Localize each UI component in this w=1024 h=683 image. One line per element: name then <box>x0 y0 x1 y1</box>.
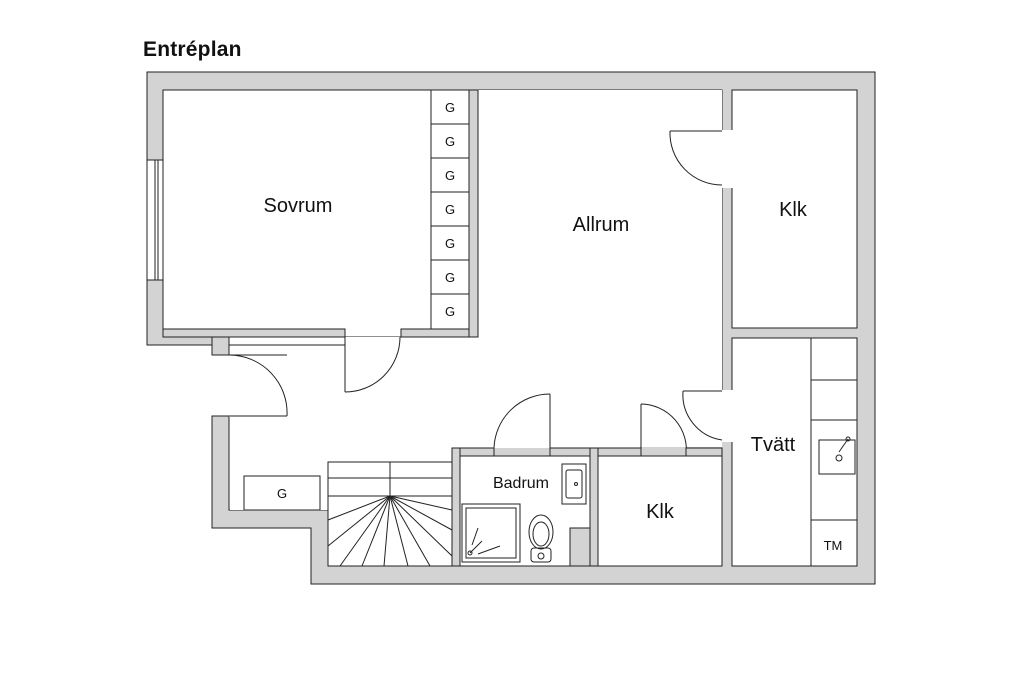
door-klk-bottom <box>640 403 687 457</box>
room-label-allrum: Allrum <box>573 214 630 236</box>
room-label-sovrum: Sovrum <box>264 195 333 217</box>
hall-cabinet <box>243 475 321 511</box>
door-entrance <box>228 354 288 417</box>
badrum-shower-step <box>569 527 591 567</box>
toilet <box>528 514 554 563</box>
hall-wall-stub <box>211 336 230 356</box>
wardrobe-labels: G G G G G G G <box>445 100 455 319</box>
tm-label: TM <box>824 538 843 553</box>
door-opening-klk-top <box>722 130 733 188</box>
room-label-klk-bottom: Klk <box>646 501 675 523</box>
wardrobe-label: G <box>445 202 455 217</box>
sovrum-wall-bottom-left <box>162 328 346 338</box>
badrum-left-wall <box>451 447 461 567</box>
wardrobe-label: G <box>445 236 455 251</box>
shower <box>461 503 521 563</box>
room-label-tvatt: Tvätt <box>751 434 796 456</box>
wardrobe-label: G <box>445 134 455 149</box>
room-label-klk-top: Klk <box>779 199 808 221</box>
hall-cabinet-label: G <box>277 486 287 501</box>
door-tvatt <box>682 390 723 441</box>
sovrum-wall-bottom-right <box>400 328 470 338</box>
laundry-counter <box>810 337 858 567</box>
klk-top-wall-right <box>685 447 723 457</box>
plan-title: Entréplan <box>143 38 242 61</box>
badrum-klk-divider <box>589 447 599 567</box>
entrance-opening <box>212 355 230 416</box>
door-opening-tvatt <box>722 390 733 442</box>
window <box>146 159 164 281</box>
sink-badrum <box>561 463 587 505</box>
wardrobe <box>430 89 470 331</box>
stairs <box>327 461 453 567</box>
door-klk-top <box>669 130 723 186</box>
sovrum-allrum-wall <box>468 89 479 338</box>
wardrobe-label: G <box>445 100 455 115</box>
wardrobe-label: G <box>445 304 455 319</box>
door-sovrum <box>344 336 401 393</box>
door-badrum <box>493 393 551 449</box>
allrum-void <box>478 90 722 442</box>
room-label-badrum: Badrum <box>493 475 549 492</box>
wardrobe-label: G <box>445 270 455 285</box>
wardrobe-label: G <box>445 168 455 183</box>
